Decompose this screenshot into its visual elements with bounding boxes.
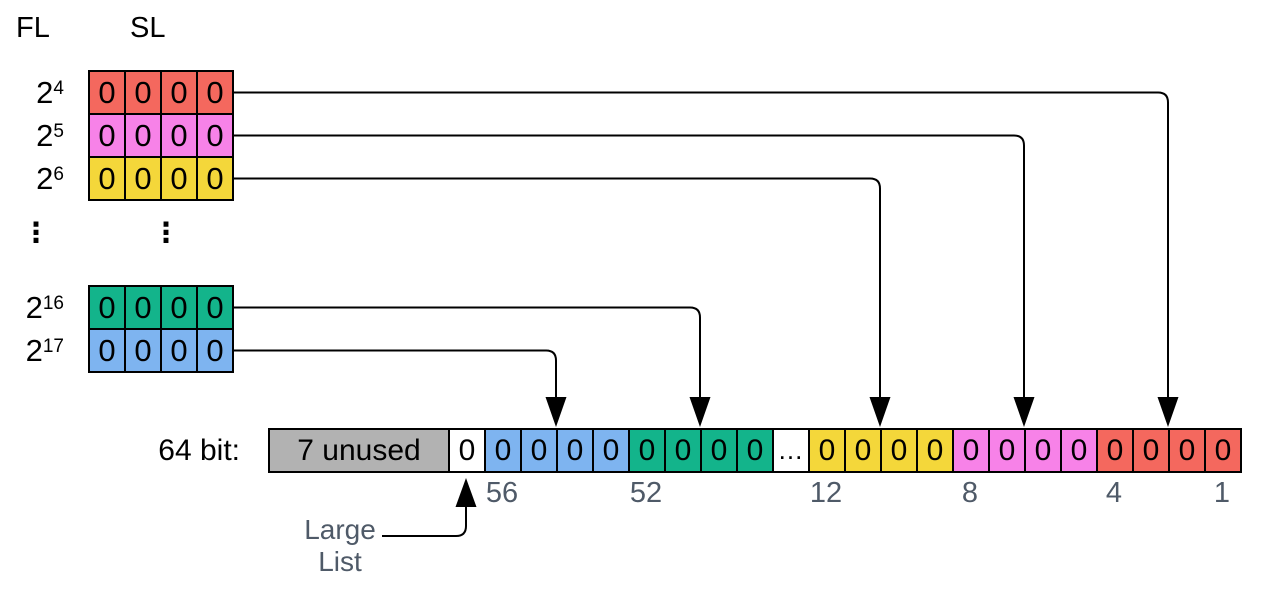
large-list-label: Large List <box>288 514 392 578</box>
arrow-line-2-4 <box>234 91 1169 397</box>
bitmap-cell-unused: 7 unused <box>268 428 450 473</box>
sl-bit-cell: 0 <box>124 285 162 330</box>
sl-bit-cell: 0 <box>124 113 162 158</box>
sl-bit-cell: 0 <box>160 70 198 115</box>
sl-bit-cell: 0 <box>160 328 198 373</box>
sl-bit-cell: 0 <box>88 70 126 115</box>
sl-row-2-16: 0 0 0 0 <box>88 285 234 330</box>
sl-bit-cell: 0 <box>196 328 234 373</box>
sl-row-2-17: 0 0 0 0 <box>88 328 234 373</box>
sl-bit-cell: 0 <box>196 285 234 330</box>
row-label-base: 2 <box>36 74 54 110</box>
row-label-base: 2 <box>25 332 43 368</box>
bitmap-cell-2-6: 0 <box>880 428 918 473</box>
bitmap-cell-2-16: 0 <box>628 428 666 473</box>
bitmap-cell-2-4: 0 <box>1096 428 1134 473</box>
bitmap-cell-2-5: 0 <box>1060 428 1098 473</box>
bitmap-cell-2-16: 0 <box>664 428 702 473</box>
arrow-head-2-5 <box>1013 397 1035 427</box>
bit-index-8: 8 <box>961 477 979 509</box>
bitmap-cell-2-4: 0 <box>1168 428 1206 473</box>
bitmap-cell-2-5: 0 <box>1024 428 1062 473</box>
sl-row-2-5: 0 0 0 0 <box>88 113 234 158</box>
bitmap-cell-large-bit: 0 <box>448 428 486 473</box>
arrow-head-2-17 <box>545 397 567 427</box>
sl-table-bottom: 0 0 0 0 0 0 0 0 <box>88 285 234 373</box>
sl-bit-cell: 0 <box>160 113 198 158</box>
sl-row-2-6: 0 0 0 0 <box>88 156 234 201</box>
arrow-head-2-6 <box>869 397 891 427</box>
large-list-arrow-line <box>382 507 467 537</box>
bitmap-cell-gap: ... <box>772 428 810 473</box>
sl-bit-cell: 0 <box>196 70 234 115</box>
bitmap-cell-2-6: 0 <box>916 428 954 473</box>
bitmap-cell-2-4: 0 <box>1132 428 1170 473</box>
sl-bit-cell: 0 <box>160 285 198 330</box>
row-label-base: 2 <box>25 289 43 325</box>
bitmap-cell-2-17: 0 <box>484 428 522 473</box>
bit-index-1: 1 <box>1213 477 1231 509</box>
sl-table-top: 0 0 0 0 0 0 0 0 0 0 0 0 <box>88 70 234 201</box>
bitmap-cell-2-6: 0 <box>844 428 882 473</box>
sl-bit-cell: 0 <box>196 156 234 201</box>
arrow-head-2-16 <box>689 397 711 427</box>
bit-index-12: 12 <box>809 477 843 509</box>
arrow-line-2-16 <box>234 306 701 397</box>
fl-ellipsis: ⋮ <box>22 216 50 249</box>
arrow-line-2-17 <box>234 349 557 397</box>
bit-index-4: 4 <box>1105 477 1123 509</box>
fl-header-label: FL <box>16 12 50 44</box>
sl-bit-cell: 0 <box>124 70 162 115</box>
bitmap-cell-2-17: 0 <box>592 428 630 473</box>
large-list-line2: List <box>318 546 362 578</box>
sl-bit-cell: 0 <box>88 285 126 330</box>
bitmap-64bit: 7 unused 0 0 0 0 0 0 0 0 0 ... 0 0 0 0 0… <box>268 428 1242 473</box>
bitmap-cell-2-4: 0 <box>1204 428 1242 473</box>
sl-row-2-4: 0 0 0 0 <box>88 70 234 115</box>
bitmap-cell-2-17: 0 <box>520 428 558 473</box>
sl-ellipsis: ⋮ <box>152 216 180 249</box>
row-label-base: 2 <box>36 160 54 196</box>
bitmap-cell-2-6: 0 <box>808 428 846 473</box>
bit-index-56: 56 <box>485 477 519 509</box>
bitmap-cell-2-5: 0 <box>988 428 1026 473</box>
bit-index-52: 52 <box>629 477 663 509</box>
arrow-line-2-6 <box>234 177 881 397</box>
sl-bit-cell: 0 <box>160 156 198 201</box>
bitmap-cell-2-16: 0 <box>700 428 738 473</box>
bitmap-cell-2-17: 0 <box>556 428 594 473</box>
sl-bit-cell: 0 <box>124 328 162 373</box>
bitmap-cell-2-16: 0 <box>736 428 774 473</box>
row-label-base: 2 <box>36 117 54 153</box>
sl-bit-cell: 0 <box>88 156 126 201</box>
large-list-line1: Large <box>304 514 376 545</box>
arrow-head-2-4 <box>1157 397 1179 427</box>
sl-header-label: SL <box>130 12 166 44</box>
sl-bit-cell: 0 <box>124 156 162 201</box>
sl-bit-cell: 0 <box>88 113 126 158</box>
bitmap-row-label: 64 bit: <box>158 433 240 467</box>
bitmap-cell-2-5: 0 <box>952 428 990 473</box>
arrow-line-2-5 <box>234 134 1025 397</box>
sl-bit-cell: 0 <box>196 113 234 158</box>
sl-bit-cell: 0 <box>88 328 126 373</box>
